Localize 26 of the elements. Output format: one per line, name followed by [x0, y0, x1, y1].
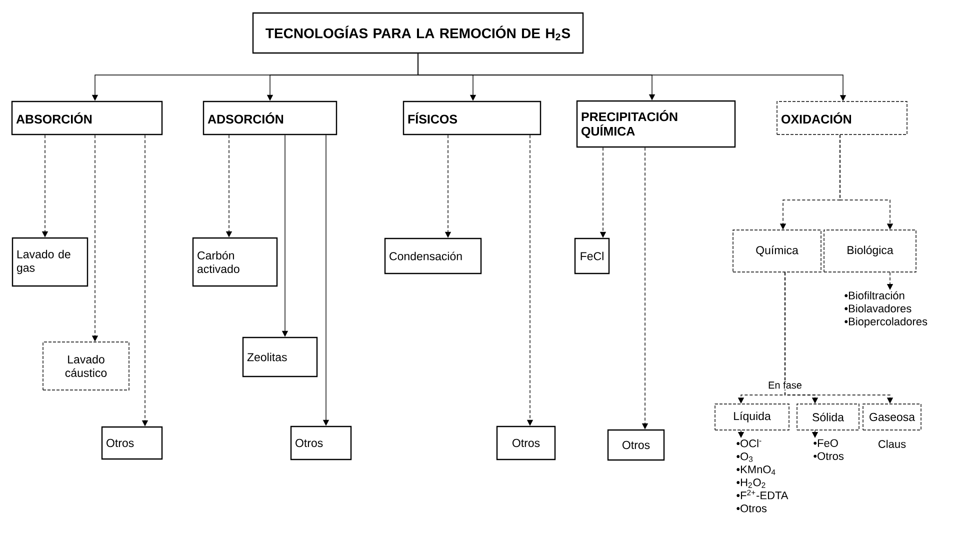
method-box: FeCl: [574, 238, 610, 274]
method-box: Condensación: [384, 238, 482, 274]
method-box: Sólida: [796, 404, 860, 430]
method-box: Otros: [290, 426, 352, 460]
method-box: Química: [732, 230, 822, 272]
method-box: Otros: [607, 429, 665, 461]
category-box: ABSORCIÓN: [11, 100, 163, 136]
category-box: ADSORCIÓN: [202, 100, 338, 136]
category-box: FÍSICOS: [402, 100, 542, 136]
title-box: TECNOLOGÍAS PARA LA REMOCIÓN DE H$_{2}$S: [252, 12, 584, 54]
method-box: Zeolitas: [242, 336, 318, 378]
method-box: Lavado de gas: [12, 237, 88, 287]
category-box: OXIDACIÓN: [776, 101, 908, 135]
method-box: Biológica: [824, 230, 916, 272]
edge-label: En fase: [767, 380, 803, 390]
side-note: Claus: [878, 440, 906, 448]
bullet-list: •Biofiltración •Biolavadores •Biopercoladores: [844, 291, 928, 328]
method-box: Otros: [101, 426, 163, 460]
method-box: Gaseosa: [862, 404, 922, 430]
method-box: Carbón activado: [192, 237, 278, 287]
bullet-list: •FeO •Otros: [814, 439, 844, 460]
method-box: Líquida: [714, 404, 790, 430]
bullet-list: •OCl$^{-}$ •O$_{3}$ •KMnO$_{4}$ •H$_{2}$O$_{2}$ •F$^{2+}$-EDTA •Otros: [736, 439, 788, 512]
method-box: Lavado cáustico: [42, 342, 130, 390]
method-box: Otros: [496, 426, 556, 460]
category-box: PRECIPITACIÓN QUÍMICA: [576, 100, 736, 148]
